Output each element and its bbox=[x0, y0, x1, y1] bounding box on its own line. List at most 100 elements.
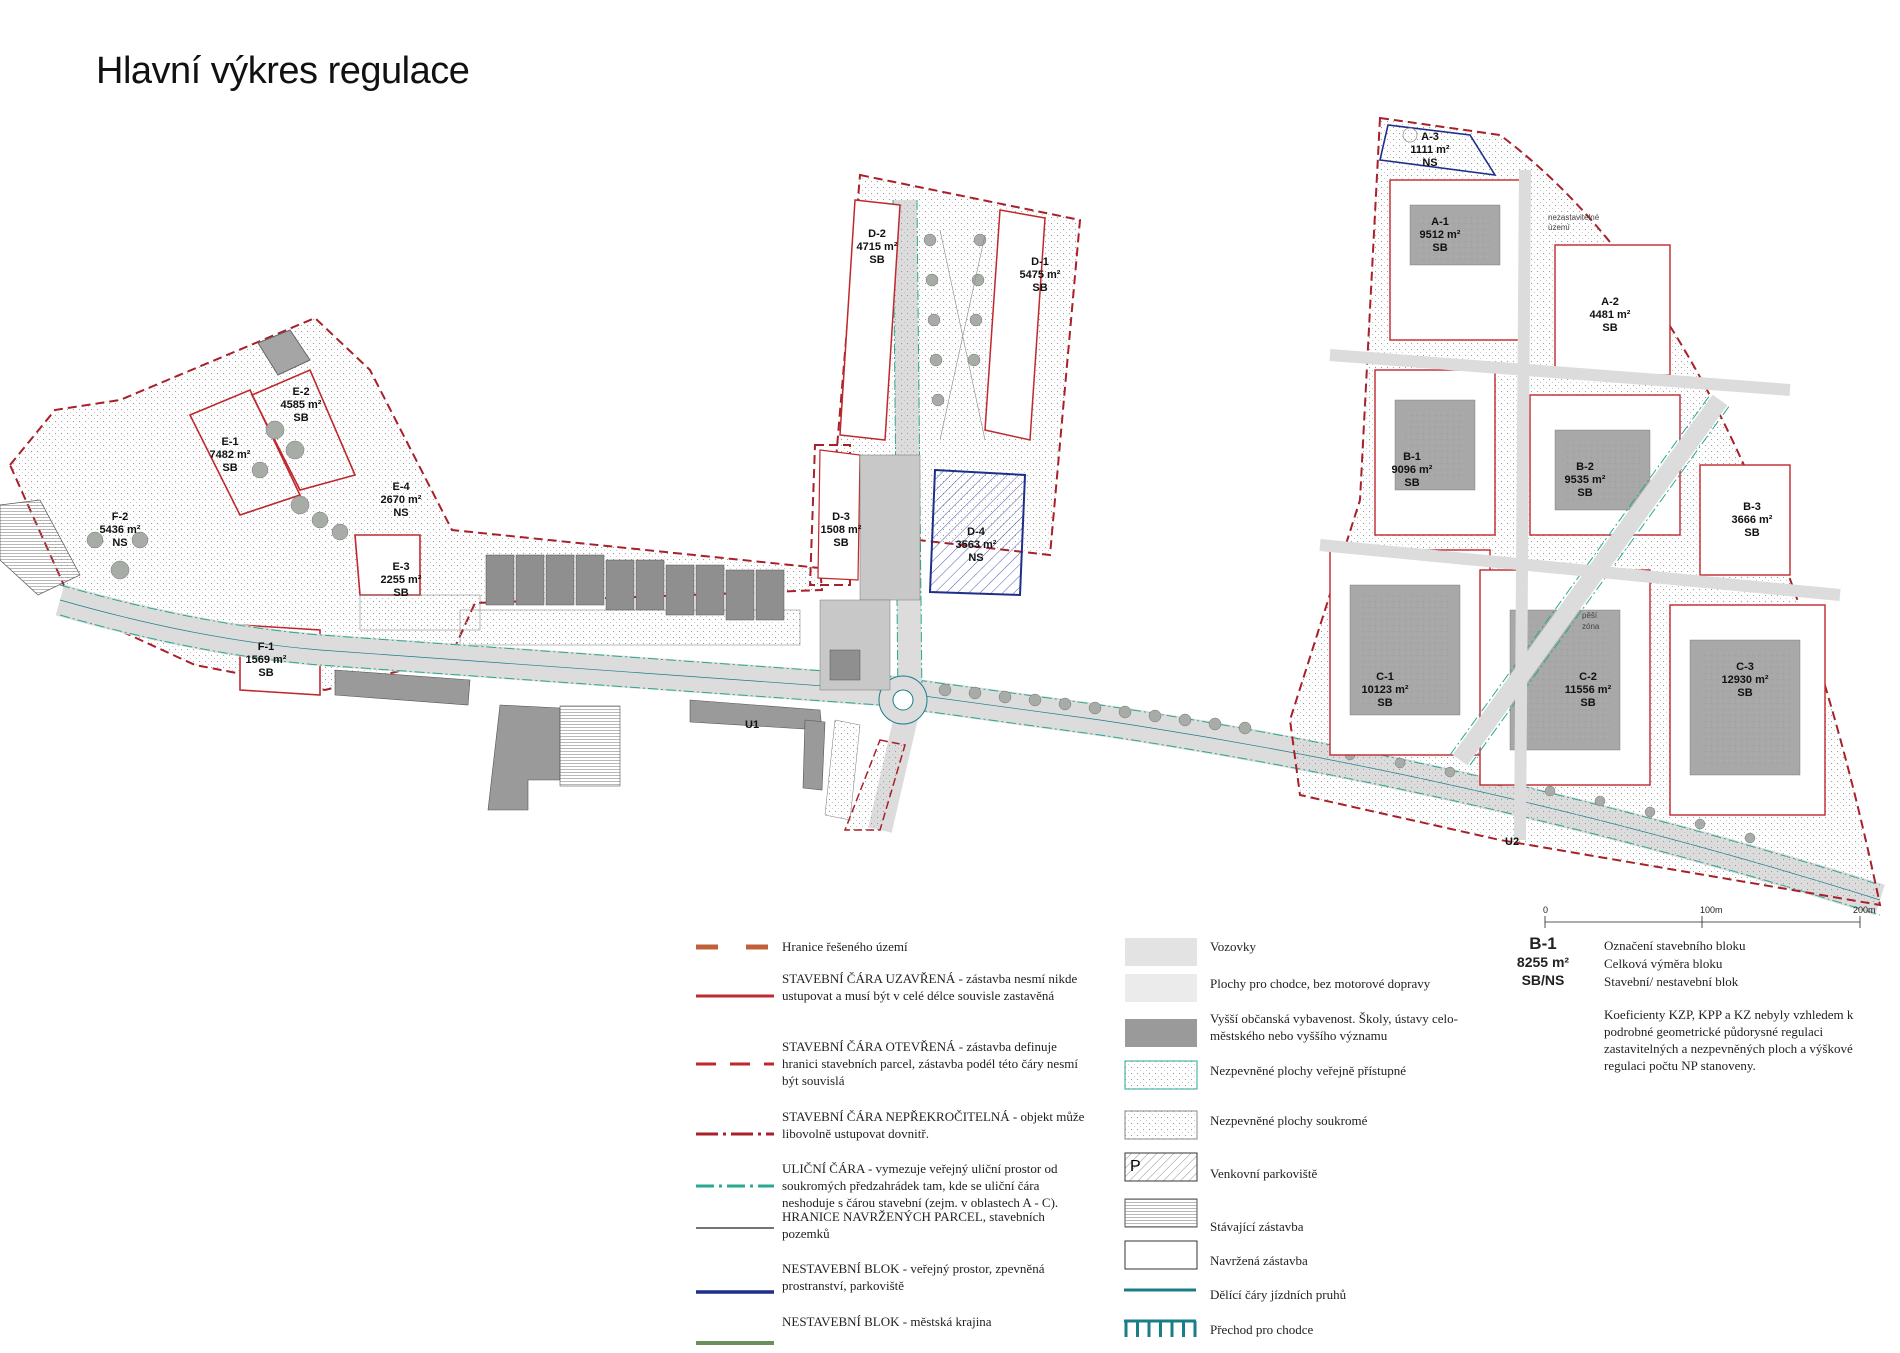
block-label-f-1-type: SB bbox=[258, 667, 273, 679]
block-label-a-2-type: SB bbox=[1602, 322, 1617, 334]
block-label-f-2-id: F-2 bbox=[112, 511, 129, 523]
block-label-a-1-area: 9512 m² bbox=[1420, 229, 1461, 241]
legend-text: STAVEBNÍ ČÁRA NEPŘEKROČITELNÁ - objekt m… bbox=[782, 1109, 1085, 1141]
legend-text: HRANICE NAVRŽENÝCH PARCEL, stavebních po… bbox=[782, 1209, 1045, 1241]
legend-text: Vozovky bbox=[1210, 939, 1256, 954]
legend-text: Nezpevněné plochy soukromé bbox=[1210, 1113, 1368, 1128]
legend-text: Stávající zástavba bbox=[1210, 1219, 1304, 1234]
block-label-a-1-type: SB bbox=[1432, 242, 1447, 254]
block-label-a-3-type: NS bbox=[1422, 157, 1437, 169]
green-line-icon bbox=[695, 1335, 775, 1353]
block-label-a-3-area: 1111 m² bbox=[1410, 144, 1449, 156]
unpaved-public-fill-icon bbox=[1124, 1060, 1198, 1090]
block-label-e-4-area: 2670 m² bbox=[381, 494, 422, 506]
block-label-d-2-area: 4715 m² bbox=[857, 241, 898, 253]
block-label-e-2-area: 4585 m² bbox=[281, 399, 322, 411]
pedestrian-zone-label: pěší bbox=[1582, 611, 1598, 620]
block-label-b-1-area: 9096 m² bbox=[1392, 464, 1433, 476]
pedestrian-zone-label-2: zóna bbox=[1582, 622, 1600, 631]
scale-label-100: 100m bbox=[1700, 905, 1723, 915]
block-label-d-4-area: 3563 m² bbox=[956, 539, 997, 551]
legend-text: NESTAVEBNÍ BLOK - městská krajina bbox=[782, 1314, 992, 1329]
block-label-a-3-id: A-3 bbox=[1421, 131, 1439, 143]
road-fill-icon bbox=[1125, 938, 1197, 966]
block-label-c-1-type: SB bbox=[1377, 697, 1392, 709]
example-block-label: B-1 8255 m² SB/NS bbox=[1508, 935, 1578, 989]
brown-dashed-line-icon bbox=[695, 939, 775, 957]
block-label-c-3-id: C-3 bbox=[1736, 661, 1754, 673]
legend-text: ULIČNÍ ČÁRA - vymezuje veřejný uliční pr… bbox=[782, 1161, 1059, 1210]
example-block-area: 8255 m² bbox=[1516, 954, 1570, 970]
block-label-e-1-area: 7482 m² bbox=[210, 449, 251, 461]
unpaved-private-fill-icon bbox=[1124, 1110, 1198, 1140]
block-label-c-3-area: 12930 m² bbox=[1721, 674, 1768, 686]
block-label-b-2-area: 9535 m² bbox=[1565, 474, 1606, 486]
street-label-u1: U1 bbox=[745, 719, 759, 731]
block-label-d-4-id: D-4 bbox=[967, 526, 986, 538]
block-label-f-2-type: NS bbox=[112, 537, 127, 549]
block-label-d-4-type: NS bbox=[968, 552, 983, 564]
block-label-d-2-type: SB bbox=[869, 254, 884, 266]
scale-label-0: 0 bbox=[1543, 905, 1548, 915]
legend-text: NESTAVEBNÍ BLOK - veřejný prostor, zpevn… bbox=[782, 1261, 1045, 1293]
block-label-b-1-type: SB bbox=[1404, 477, 1419, 489]
block-label-e-3-area: 2255 m² bbox=[381, 574, 422, 586]
coefficients-note: Koeficienty KZP, KPP a KZ nebyly vzhlede… bbox=[1604, 1007, 1854, 1073]
legend-text: Hranice řešeného území bbox=[782, 939, 908, 954]
block-label-b-1-id: B-1 bbox=[1403, 451, 1421, 463]
crosswalk-icon bbox=[1124, 1319, 1197, 1337]
legend-text: STAVEBNÍ ČÁRA UZAVŘENÁ - zástavba nesmí … bbox=[782, 971, 1078, 1003]
block-label-d-1-id: D-1 bbox=[1031, 256, 1049, 268]
parking-glyph: P bbox=[1130, 1158, 1141, 1175]
block-label-d-3-type: SB bbox=[833, 537, 848, 549]
block-label-b-2-type: SB bbox=[1577, 487, 1592, 499]
example-block-description: Označení stavebního bloku Celková výměra… bbox=[1604, 937, 1746, 991]
block-label-c-2-id: C-2 bbox=[1579, 671, 1597, 683]
block-label-f-2-area: 5436 m² bbox=[100, 524, 141, 536]
block-label-a-2-area: 4481 m² bbox=[1590, 309, 1631, 321]
block-label-b-3-area: 3666 m² bbox=[1732, 514, 1773, 526]
legend-text: Vyšší občanská vybavenost. Školy, ústavy… bbox=[1210, 1011, 1458, 1043]
navy-line-icon bbox=[695, 1284, 775, 1302]
legend-text: Venkovní parkoviště bbox=[1210, 1166, 1318, 1181]
block-label-d-1-area: 5475 m² bbox=[1020, 269, 1061, 281]
block-label-d-2-id: D-2 bbox=[868, 228, 886, 240]
legend-text: Navržená zástavba bbox=[1210, 1253, 1308, 1268]
legend-text: Dělící čáry jízdních pruhů bbox=[1210, 1287, 1347, 1302]
block-label-d-3-id: D-3 bbox=[832, 511, 850, 523]
civic-fill-icon bbox=[1125, 1019, 1197, 1047]
block-label-a-2-id: A-2 bbox=[1601, 296, 1619, 308]
east-district bbox=[1288, 116, 1882, 907]
block-label-c-2-type: SB bbox=[1580, 697, 1595, 709]
block-label-d-1-type: SB bbox=[1032, 282, 1047, 294]
block-label-e-3-type: SB bbox=[393, 587, 408, 599]
page-title: Hlavní výkres regulace bbox=[96, 50, 470, 92]
pedestrian-fill-icon bbox=[1125, 974, 1197, 1002]
block-label-e-2-id: E-2 bbox=[292, 386, 309, 398]
black-thin-line-icon bbox=[695, 1220, 775, 1238]
block-label-e-4-type: NS bbox=[393, 507, 408, 519]
legend-text: Nezpevněné plochy veřejně přístupné bbox=[1210, 1063, 1407, 1078]
parking-fill-icon: P bbox=[1124, 1152, 1198, 1182]
block-label-b-3-id: B-3 bbox=[1743, 501, 1761, 513]
example-block-type: SB/NS bbox=[1521, 972, 1565, 988]
block-label-e-2-type: SB bbox=[293, 412, 308, 424]
block-label-e-1-id: E-1 bbox=[221, 436, 238, 448]
red-solid-line-icon bbox=[695, 988, 775, 1006]
example-block-name: B-1 bbox=[1529, 934, 1557, 953]
block-label-b-2-id: B-2 bbox=[1576, 461, 1594, 473]
block-label-e-3-id: E-3 bbox=[392, 561, 409, 573]
example-desc-line: Označení stavebního bloku bbox=[1604, 938, 1746, 953]
west-district bbox=[0, 316, 824, 696]
proposed-building-fill-icon bbox=[1124, 1240, 1198, 1270]
lane-divider-line-icon bbox=[1124, 1288, 1196, 1292]
central-district bbox=[808, 173, 1082, 691]
block-label-c-1-id: C-1 bbox=[1376, 671, 1394, 683]
block-label-c-3-type: SB bbox=[1737, 687, 1752, 699]
legend-text: STAVEBNÍ ČÁRA OTEVŘENÁ - zástavba definu… bbox=[782, 1039, 1078, 1088]
block-label-d-3-area: 1508 m² bbox=[821, 524, 862, 536]
block-label-e-4-id: E-4 bbox=[392, 481, 410, 493]
example-desc-line: Celková výměra bloku bbox=[1604, 956, 1723, 971]
